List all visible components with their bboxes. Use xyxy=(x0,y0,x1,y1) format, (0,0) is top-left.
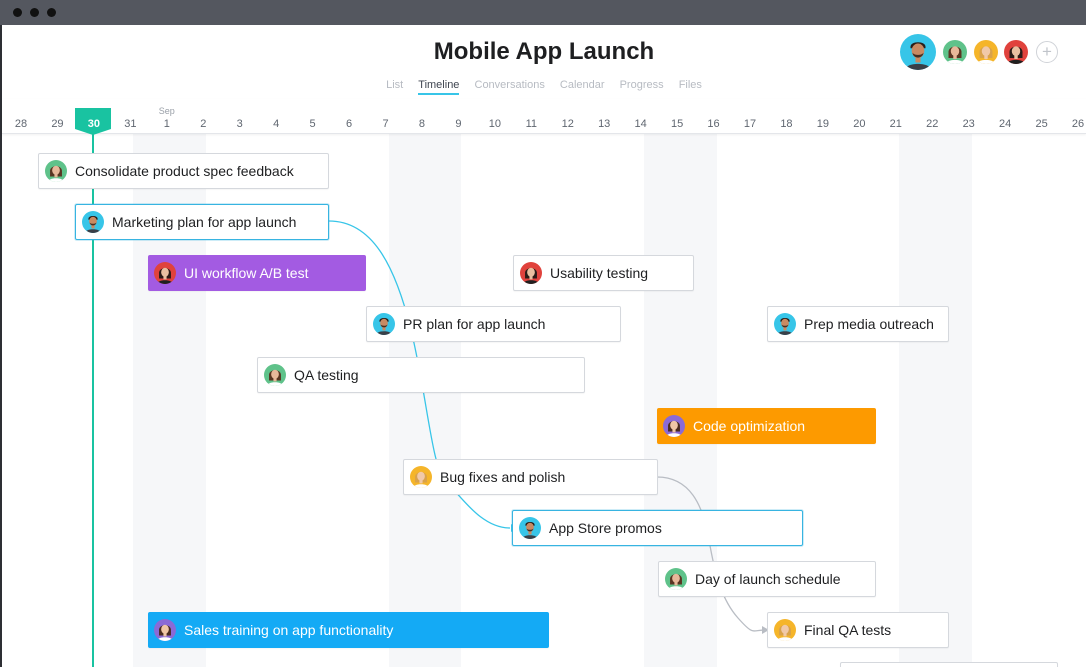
avatar-woman-green-icon xyxy=(264,364,286,386)
project-title: Mobile App Launch xyxy=(433,38,655,65)
avatar-woman-green-icon[interactable] xyxy=(943,40,967,64)
month-label: Sep xyxy=(158,106,175,116)
avatar-man-teal-icon xyxy=(519,517,541,539)
task-name: Marketing plan for app launch xyxy=(112,214,297,230)
date-sep-17: 17 xyxy=(743,118,757,130)
task-name: QA testing xyxy=(294,367,359,383)
window-titlebar xyxy=(0,0,1086,25)
date-sep-11: 11 xyxy=(525,118,537,130)
date-sep-25: 25 xyxy=(1035,118,1048,130)
date-sep-23: 23 xyxy=(962,118,975,130)
date-sep-6: 6 xyxy=(345,118,353,130)
task-partial-offscreen[interactable] xyxy=(840,662,1058,667)
task-name: Bug fixes and polish xyxy=(440,469,566,485)
avatar-woman-green-icon xyxy=(45,160,67,182)
avatar-woman-yellow-icon xyxy=(410,466,432,488)
task-name: Consolidate product spec feedback xyxy=(75,163,294,179)
task-name: Day of launch schedule xyxy=(695,571,841,587)
tab-list[interactable]: List xyxy=(386,79,404,91)
task-name: Prep media outreach xyxy=(804,316,934,332)
task-name: Usability testing xyxy=(550,265,649,281)
date-aug-30: 30 xyxy=(87,118,101,130)
date-sep-20: 20 xyxy=(853,118,866,130)
task-day-of-launch-schedule[interactable]: Day of launch schedule xyxy=(658,561,876,597)
date-sep-18: 18 xyxy=(780,118,793,130)
date-sep-8: 8 xyxy=(418,118,425,130)
close-window-icon[interactable] xyxy=(13,8,22,17)
avatar-woman-red-icon xyxy=(520,262,542,284)
timeline-grid xyxy=(2,134,1086,667)
task-name: Sales training on app functionality xyxy=(184,622,394,638)
task-ui-workflow-ab-test[interactable]: UI workflow A/B test xyxy=(148,255,366,291)
task-name: Final QA tests xyxy=(804,622,892,638)
date-sep-14: 14 xyxy=(634,118,647,130)
date-sep-26: 26 xyxy=(1071,118,1085,130)
date-sep-21: 21 xyxy=(889,118,902,130)
tab-progress[interactable]: Progress xyxy=(619,79,664,91)
task-marketing-plan[interactable]: Marketing plan for app launch xyxy=(75,204,329,240)
weekend-shade xyxy=(388,134,462,667)
avatar-man-teal-icon xyxy=(82,211,104,233)
date-sep-16: 16 xyxy=(707,118,720,130)
date-sep-19: 19 xyxy=(816,118,830,130)
task-name: App Store promos xyxy=(549,520,662,536)
tab-conversations[interactable]: Conversations xyxy=(474,79,545,91)
task-prep-media-outreach[interactable]: Prep media outreach xyxy=(767,306,949,342)
date-sep-7: 7 xyxy=(382,118,389,130)
window-edge xyxy=(0,25,2,667)
avatar-man-teal-icon xyxy=(774,313,796,335)
date-sep-4: 4 xyxy=(273,118,280,130)
add-member-button[interactable]: + xyxy=(1036,41,1058,63)
date-aug-29: 29 xyxy=(51,118,64,130)
avatar-woman-purple-icon xyxy=(663,415,685,437)
date-sep-13: 13 xyxy=(598,118,611,130)
date-sep-3: 3 xyxy=(236,118,243,130)
zoom-window-icon[interactable] xyxy=(47,8,56,17)
task-pr-plan[interactable]: PR plan for app launch xyxy=(366,306,621,342)
date-sep-2: 2 xyxy=(200,118,207,130)
tab-timeline[interactable]: Timeline xyxy=(418,79,460,95)
avatar-woman-purple-icon xyxy=(154,619,176,641)
weekend-shade xyxy=(898,134,972,667)
date-sep-12: 12 xyxy=(561,118,574,130)
task-name: UI workflow A/B test xyxy=(184,265,309,281)
task-bug-fixes[interactable]: Bug fixes and polish xyxy=(403,459,658,495)
date-sep-5: 5 xyxy=(309,118,316,130)
date-sep-24: 24 xyxy=(999,118,1012,130)
avatar-woman-green-icon xyxy=(665,568,687,590)
date-sep-1: 1 xyxy=(163,118,170,130)
today-marker xyxy=(75,108,111,135)
avatar-woman-red-icon[interactable] xyxy=(1004,40,1028,64)
task-qa-testing[interactable]: QA testing xyxy=(257,357,585,393)
date-sep-15: 15 xyxy=(670,118,684,130)
task-usability-testing[interactable]: Usability testing xyxy=(513,255,694,291)
project-tabs: List Timeline Conversations Calendar Pro… xyxy=(2,79,1086,95)
task-name: Code optimization xyxy=(693,418,806,434)
date-sep-22: 22 xyxy=(926,118,939,130)
today-line xyxy=(92,134,94,667)
avatar-woman-yellow-icon[interactable] xyxy=(974,40,998,64)
date-sep-10: 10 xyxy=(488,118,501,130)
task-name: PR plan for app launch xyxy=(403,316,546,332)
avatar-man-teal-icon[interactable] xyxy=(900,34,936,70)
tab-calendar[interactable]: Calendar xyxy=(559,79,605,91)
task-code-optimization[interactable]: Code optimization xyxy=(657,408,876,444)
date-aug-31: 31 xyxy=(124,118,137,130)
task-app-store-promos[interactable]: App Store promos xyxy=(512,510,803,546)
task-consolidate-product-spec[interactable]: Consolidate product spec feedback xyxy=(38,153,329,189)
date-aug-28: 28 xyxy=(14,118,28,130)
task-sales-training[interactable]: Sales training on app functionality xyxy=(148,612,549,648)
minimize-window-icon[interactable] xyxy=(30,8,39,17)
date-sep-9: 9 xyxy=(455,118,462,130)
avatar-woman-red-icon xyxy=(154,262,176,284)
task-final-qa-tests[interactable]: Final QA tests xyxy=(767,612,949,648)
avatar-man-teal-icon xyxy=(373,313,395,335)
avatar-woman-yellow-icon xyxy=(774,619,796,641)
tab-files[interactable]: Files xyxy=(678,79,702,91)
project-header: Mobile App Launch List Timeline Conversa… xyxy=(2,25,1086,99)
